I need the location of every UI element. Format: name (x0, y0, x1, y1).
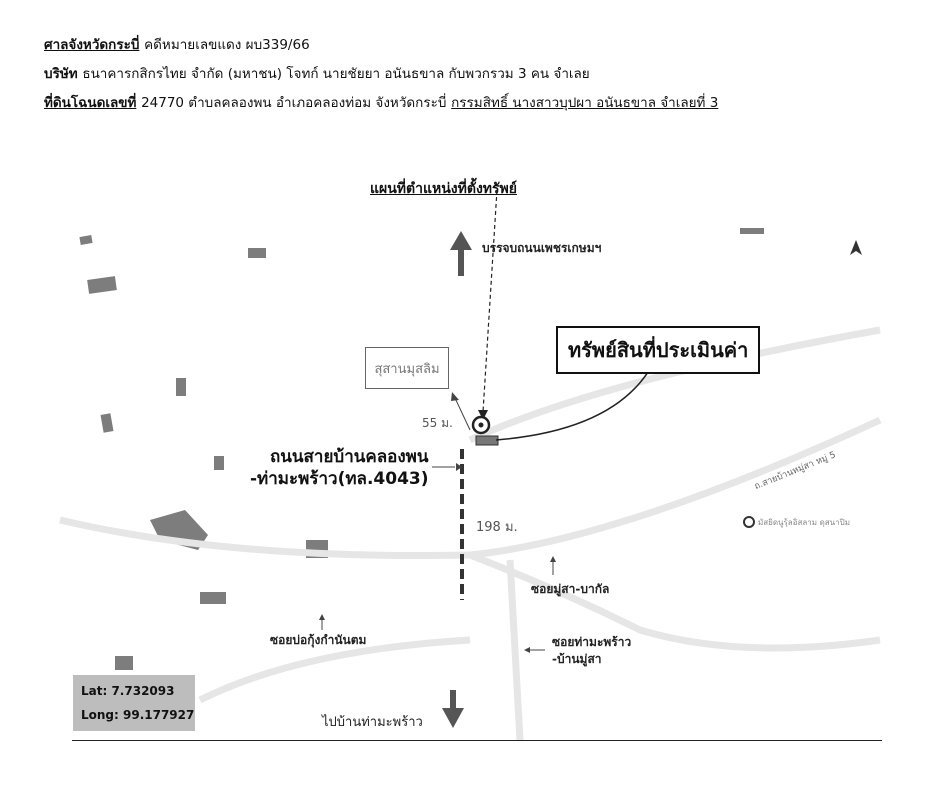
deed-label: ที่ดินโฉนดเลขที่ (44, 95, 137, 111)
north-arrow-icon (450, 231, 472, 276)
soi-bokung-label: ซอยบ่อกุ้งกำนันตม (270, 633, 367, 647)
map-title: แผนที่ตำแหน่งที่ตั้งทรัพย์ (370, 181, 517, 197)
parties-text: ธนาคารกสิกรไทย จำกัด (มหาชน) โจทก์ นายชั… (82, 66, 590, 82)
south-arrow-icon (442, 690, 464, 728)
compass-north-icon (850, 240, 862, 255)
mosque-icon (743, 516, 755, 528)
north-road-label: บรรจบถนนเพชรเกษมฯ (482, 241, 602, 255)
soi-thamaprao-label: ซอยท่ามะพร้าว -บ้านมู่สา (552, 634, 631, 668)
main-road-line-2: -ท่ามะพร้าว(ทล.4043) (250, 469, 429, 489)
longitude-text: Long: 99.177927 (81, 708, 195, 722)
company-label: บริษัท (44, 66, 78, 82)
main-road-label: ถนนสายบ้านคลองพน -ท่ามะพร้าว(ทล.4043) (250, 446, 429, 490)
property-label: ทรัพย์สินที่ประเมินค่า (556, 326, 761, 374)
deed-location: 24770 ตำบลคลองพน อำเภอคลองท่อม จังหวัดกร… (141, 95, 447, 111)
header-line-1: ศาลจังหวัดกระบี่ คดีหมายเลขแดง ผบ339/66 (44, 33, 310, 55)
header-line-3: ที่ดินโฉนดเลขที่ 24770 ตำบลคลองพน อำเภอค… (44, 91, 718, 113)
map-land-patches (79, 228, 764, 670)
header-line-2: บริษัท ธนาคารกสิกรไทย จำกัด (มหาชน) โจทก… (44, 62, 590, 84)
coordinates-box: Lat: 7.732093 Long: 99.177927 (73, 675, 195, 731)
case-number: คดีหมายเลขแดง ผบ339/66 (144, 37, 310, 53)
south-road-label: ไปบ้านท่ามะพร้าว (322, 715, 423, 730)
owner-text: กรรมสิทธิ์ นางสาวบุปผา อนันธขาล จำเลยที่… (451, 95, 719, 111)
main-road-line-1: ถนนสายบ้านคลองพน (270, 447, 429, 467)
distance-55m: 55 ม. (422, 416, 453, 430)
location-marker-icon (471, 415, 499, 446)
court-label: ศาลจังหวัดกระบี่ (44, 37, 140, 53)
soi-musa-label: ซอยมู่สา-บากัล (531, 582, 610, 596)
cemetery-label: สุสานมุสลิม (365, 347, 449, 389)
soi-thamaprao-line-2: -บ้านมู่สา (552, 652, 602, 666)
bottom-rule (72, 740, 882, 741)
soi-thamaprao-line-1: ซอยท่ามะพร้าว (552, 635, 632, 649)
mosque-label: มัสยิดนูรุ้ลอิสลาม ดุสนาปิม (758, 518, 850, 527)
latitude-text: Lat: 7.732093 (81, 684, 175, 698)
distance-198m: 198 ม. (476, 520, 518, 535)
